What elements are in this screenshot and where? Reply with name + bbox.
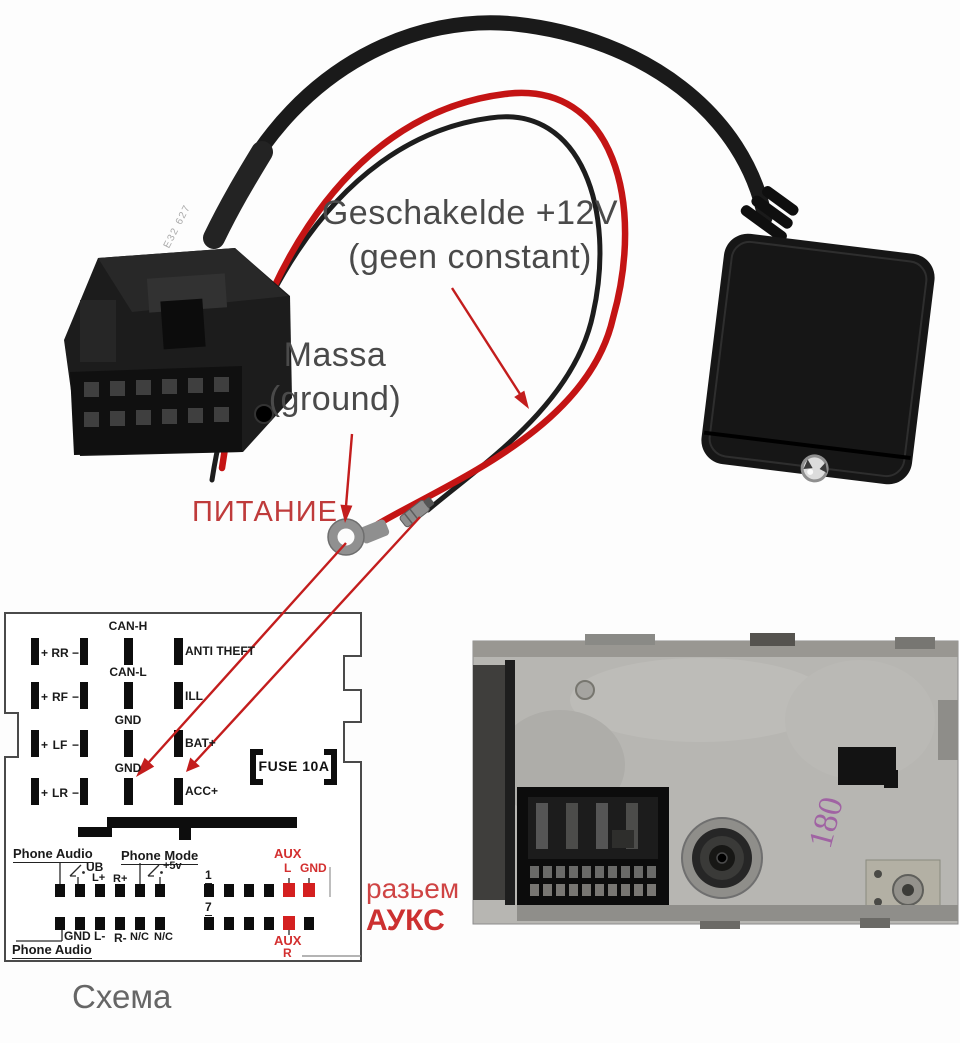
main-pins <box>31 638 183 805</box>
ring-terminal <box>327 518 390 556</box>
wiring-diagram <box>4 612 362 962</box>
module-led <box>800 454 829 483</box>
aux-r-pin <box>283 916 295 930</box>
pin-label-acc: ACC+ <box>185 784 219 798</box>
pin-label-can-h: CAN-H <box>108 619 148 633</box>
fuse-label: FUSE 10A <box>258 758 330 774</box>
nc1-label: N/C <box>130 931 149 943</box>
speaker-label: LF <box>52 738 68 752</box>
massa-label-line1: Massa <box>283 336 387 374</box>
switched-12v-label-line1: Geschakelde +12V <box>321 194 619 232</box>
polarity-minus: − <box>71 690 79 704</box>
antenna-connector <box>681 817 763 899</box>
aux-l-pin <box>283 883 295 897</box>
aux-connector-label-line2: АУКС <box>366 904 445 937</box>
pin-1-label: 1 <box>205 868 212 884</box>
pin-label-can-l: CAN-L <box>109 665 147 679</box>
polarity-minus: − <box>71 738 79 752</box>
red-power-wire <box>218 89 629 528</box>
speaker-row-lf: + LF − <box>41 738 79 752</box>
speaker-label: RF <box>52 690 68 704</box>
phone-audio-top-label: Phone Audio <box>13 846 93 863</box>
cable-sleeve <box>203 141 273 249</box>
polarity-plus: + <box>41 738 49 752</box>
quadlock-connector <box>64 248 292 456</box>
speaker-row-lr: + LR − <box>41 786 79 800</box>
l-minus-label: L- <box>94 929 106 943</box>
aux-l-label: L <box>284 861 292 875</box>
polarity-plus: + <box>41 690 49 704</box>
phone-mode-label: Phone Mode <box>121 848 199 865</box>
speaker-label: RR <box>51 646 69 660</box>
aux-gnd-label: GND <box>300 861 327 875</box>
massa-label-line2: (ground) <box>268 380 402 418</box>
phone-aux-pins <box>55 884 314 930</box>
switched-12v-label-line2: (geen constant) <box>348 238 592 276</box>
aux-title-top: AUX <box>274 846 302 861</box>
annotation-lines <box>148 287 522 763</box>
pin-label-ill: ILL <box>185 689 203 703</box>
quadlock-socket <box>517 787 669 905</box>
speaker-label: LR <box>52 786 68 800</box>
aux-connector-label-line1: разьем <box>366 873 460 904</box>
speaker-row-rf: + RF − <box>41 690 79 704</box>
trace-lines <box>16 862 310 942</box>
page-caption: Схема <box>72 978 172 1015</box>
radio-photo: 180 <box>472 633 959 929</box>
r-minus-label: R- <box>114 931 127 945</box>
fuse-box <box>250 749 337 785</box>
nc2-label: N/C <box>154 931 173 943</box>
polarity-plus: + <box>41 786 49 800</box>
aux-gnd-pin <box>303 883 315 897</box>
power-label: ПИТАНИЕ <box>192 496 338 528</box>
bus-bar <box>78 817 297 840</box>
polarity-plus: + <box>41 646 49 660</box>
connector-pin-holes <box>84 377 229 427</box>
speaker-row-rr: + RR − <box>41 646 79 660</box>
l-plus-label: L+ <box>92 872 106 884</box>
pin-label-bat: BAT+ <box>185 736 216 750</box>
pin-7-label: 7 <box>205 900 212 916</box>
pin-label-anti-theft: ANTI THEFT <box>185 644 255 658</box>
pin-label-gnd-1: GND <box>114 713 142 727</box>
aux-title-bottom: AUX <box>274 933 302 948</box>
plus-5v-label: +5v <box>163 860 182 872</box>
phone-audio-bottom-label: Phone Audio <box>12 942 92 959</box>
polarity-minus: − <box>71 786 79 800</box>
main-cable <box>225 15 773 226</box>
aux-r-label: R <box>283 946 292 960</box>
ub-label: UB <box>86 860 104 874</box>
pin-label-gnd-2: GND <box>114 761 142 775</box>
polarity-minus: − <box>71 646 79 660</box>
strain-relief <box>740 186 799 242</box>
bluetooth-module <box>701 233 935 485</box>
r-plus-label: R+ <box>113 873 128 885</box>
gnd-bottom-label: GND <box>64 929 91 943</box>
annotation-arrowheads <box>136 390 529 777</box>
